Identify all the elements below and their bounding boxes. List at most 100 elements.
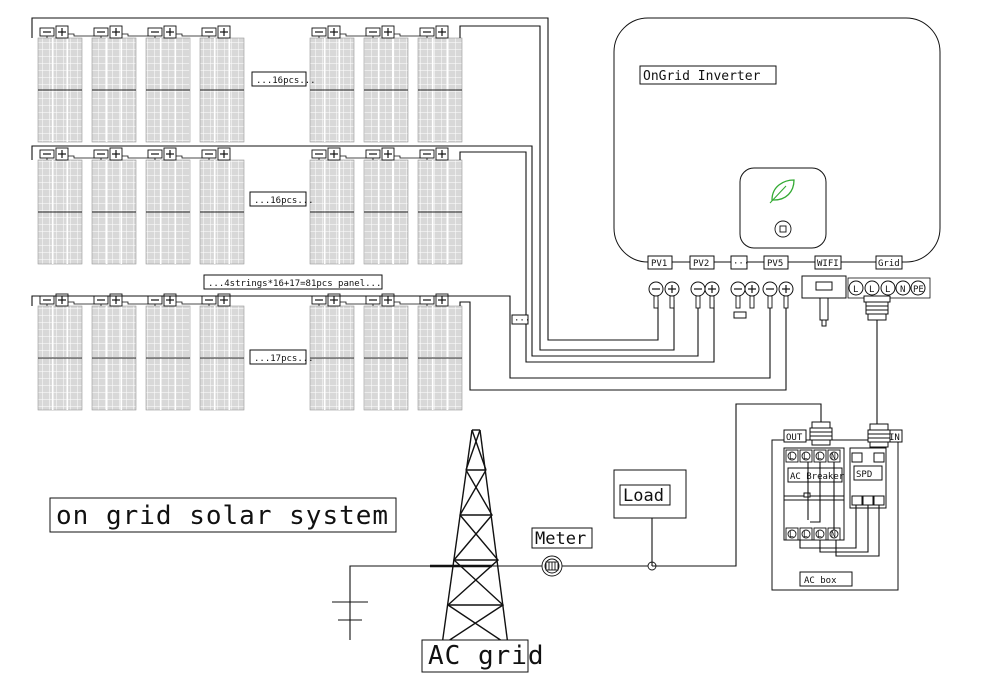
power-button-icon[interactable]: [774, 220, 792, 238]
panel-junction-box: [39, 147, 69, 161]
solar-panel: [363, 293, 420, 411]
ac-box-label-box: [799, 571, 853, 587]
page-title-box: [49, 497, 397, 533]
solar-panel: [199, 147, 245, 265]
svg-text:L: L: [789, 530, 794, 539]
ac-grid-label-box: [421, 639, 529, 673]
panel-junction-box: [419, 147, 449, 161]
pv-plus-connector: [664, 281, 680, 309]
panel-junction-box: [201, 147, 231, 161]
array-count-labels: ...16pcs... ...16pcs... ...17pcs... ...4…: [203, 71, 383, 365]
transmission-tower: [430, 429, 509, 646]
wifi-stick-tip: [821, 319, 827, 327]
svg-text:L: L: [869, 285, 874, 295]
grid-cable-gland: [863, 295, 891, 321]
pv5-label: PV5: [767, 259, 783, 269]
panel-junction-box: [39, 25, 69, 39]
pv2-label: PV2: [693, 259, 709, 269]
load-label-box: [619, 484, 671, 506]
inverter-display: [739, 167, 827, 249]
grid-label-box: [875, 255, 903, 270]
grid-terminal: L: [864, 280, 880, 296]
ground-icon: [332, 601, 368, 621]
breaker-terminal: L: [813, 527, 827, 541]
panel-junction-box: [147, 147, 177, 161]
solar-panel: [417, 147, 463, 265]
page-title: on grid solar system: [56, 501, 389, 531]
pv-connectors: [648, 281, 794, 309]
solar-panel: [91, 147, 148, 265]
array-2-count: ...16pcs...: [254, 196, 314, 206]
leaf-icon: [769, 179, 795, 204]
grid-terminal: PE: [910, 280, 926, 296]
pv-minus-connector: [730, 281, 746, 309]
breaker-terminal: L: [785, 449, 799, 463]
breaker-label: AC Breaker: [790, 472, 845, 482]
svg-text:N: N: [831, 530, 836, 539]
array-wiring: [31, 17, 787, 391]
svg-text:PE: PE: [913, 285, 924, 295]
meter-icon: [541, 555, 563, 577]
panel-junction-box: [93, 147, 123, 161]
solar-panel: [37, 293, 94, 411]
panel-junction-box: [201, 293, 231, 307]
solar-panel: [199, 25, 245, 143]
solar-panel: [91, 293, 148, 411]
inverter-title: OnGrid Inverter: [643, 69, 761, 84]
pv1-label-box: [647, 255, 673, 270]
panel-junction-box: [147, 25, 177, 39]
in-gland: [867, 423, 891, 448]
array-3-count-box: [249, 349, 307, 365]
meter-label: Meter: [535, 529, 586, 549]
solar-panel: [309, 293, 366, 411]
svg-text:L: L: [853, 285, 858, 295]
breaker-terminal: L: [799, 527, 813, 541]
pv-ellipsis-label: ···: [733, 259, 749, 269]
panel-junction-box: [93, 25, 123, 39]
pv2-label-box: [689, 255, 715, 270]
solar-panel: [363, 147, 420, 265]
inverter-title-box: [639, 65, 777, 85]
array-3-count: ...17pcs...: [254, 354, 314, 364]
breaker-terminal: N: [827, 449, 841, 463]
svg-text:L: L: [885, 285, 890, 295]
wiring-ellipsis-box: [511, 314, 529, 325]
panel-junction-box: [147, 293, 177, 307]
solar-panel: [145, 147, 202, 265]
wifi-dongle: [801, 275, 847, 327]
svg-text:L: L: [789, 452, 794, 461]
array-1-count-box: [251, 71, 307, 87]
pv-connector-ellipsis: [733, 311, 747, 319]
pv-plus-connector: [778, 281, 794, 309]
panel-junction-box: [365, 293, 395, 307]
solar-arrays: [37, 25, 463, 411]
grid-label: Grid: [878, 259, 900, 269]
solar-panel: [37, 25, 94, 143]
panel-junction-box: [311, 25, 341, 39]
breaker-terminal: L: [799, 449, 813, 463]
strings-note: ...4strings*16+17=81pcs panel...: [208, 279, 381, 289]
pv-minus-connector: [762, 281, 778, 309]
solar-panel: [309, 147, 366, 265]
breaker-terminal: L: [813, 449, 827, 463]
solar-panel: [363, 25, 420, 143]
svg-text:L: L: [803, 452, 808, 461]
ac-grid-label: AC grid: [428, 641, 545, 671]
ac-box-label: AC box: [804, 576, 837, 586]
svg-text:N: N: [900, 285, 905, 295]
solar-panel: [145, 25, 202, 143]
breaker-label-box: [787, 467, 843, 483]
pv1-label: PV1: [651, 259, 667, 269]
pv5-label-box: [763, 255, 789, 270]
svg-text:L: L: [817, 452, 822, 461]
solar-panel: [417, 25, 463, 143]
grid-terminal: L: [880, 280, 896, 296]
spd-label: SPD: [856, 470, 872, 480]
pv-plus-connector: [704, 281, 720, 309]
ground-cable: [349, 565, 430, 640]
